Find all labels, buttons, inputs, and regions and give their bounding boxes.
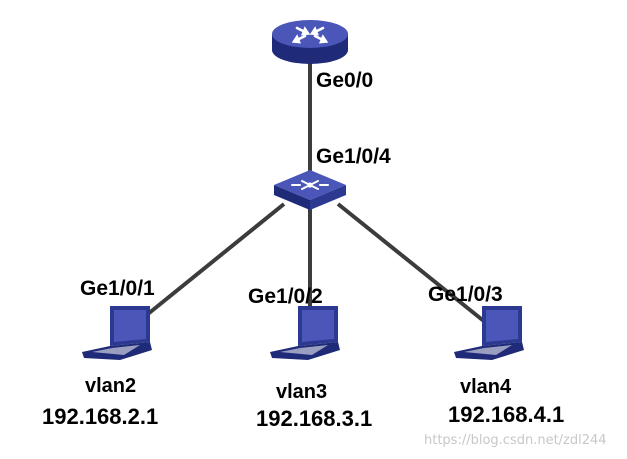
host-ip-label-vlan2: 192.168.2.1 bbox=[42, 404, 159, 429]
host-vlan-label-vlan4: vlan4 bbox=[460, 376, 512, 398]
host-ip-label-vlan3: 192.168.3.1 bbox=[256, 406, 373, 431]
router-icon[interactable] bbox=[270, 18, 350, 66]
watermark: https://blog.csdn.net/zdl244 bbox=[424, 433, 607, 448]
switch-uplink-label: Ge1/0/4 bbox=[316, 145, 391, 168]
host-vlan-label-vlan2: vlan2 bbox=[85, 375, 137, 397]
router-port-label: Ge0/0 bbox=[316, 69, 374, 92]
laptop-icon-vlan4[interactable] bbox=[452, 304, 526, 364]
host-ip-label-vlan4: 192.168.4.1 bbox=[448, 402, 565, 427]
laptop-icon-vlan3[interactable] bbox=[268, 304, 342, 364]
link-switch-host-vlan2 bbox=[136, 202, 286, 324]
host-port-label-vlan3: Ge1/0/2 bbox=[248, 285, 323, 308]
host-port-label-vlan4: Ge1/0/3 bbox=[428, 283, 503, 306]
laptop-icon-vlan2[interactable] bbox=[80, 304, 154, 364]
host-port-label-vlan2: Ge1/0/1 bbox=[80, 277, 155, 300]
host-vlan-label-vlan3: vlan3 bbox=[276, 381, 328, 403]
link-switch-host-vlan4 bbox=[336, 202, 487, 324]
switch-icon[interactable] bbox=[272, 168, 348, 212]
